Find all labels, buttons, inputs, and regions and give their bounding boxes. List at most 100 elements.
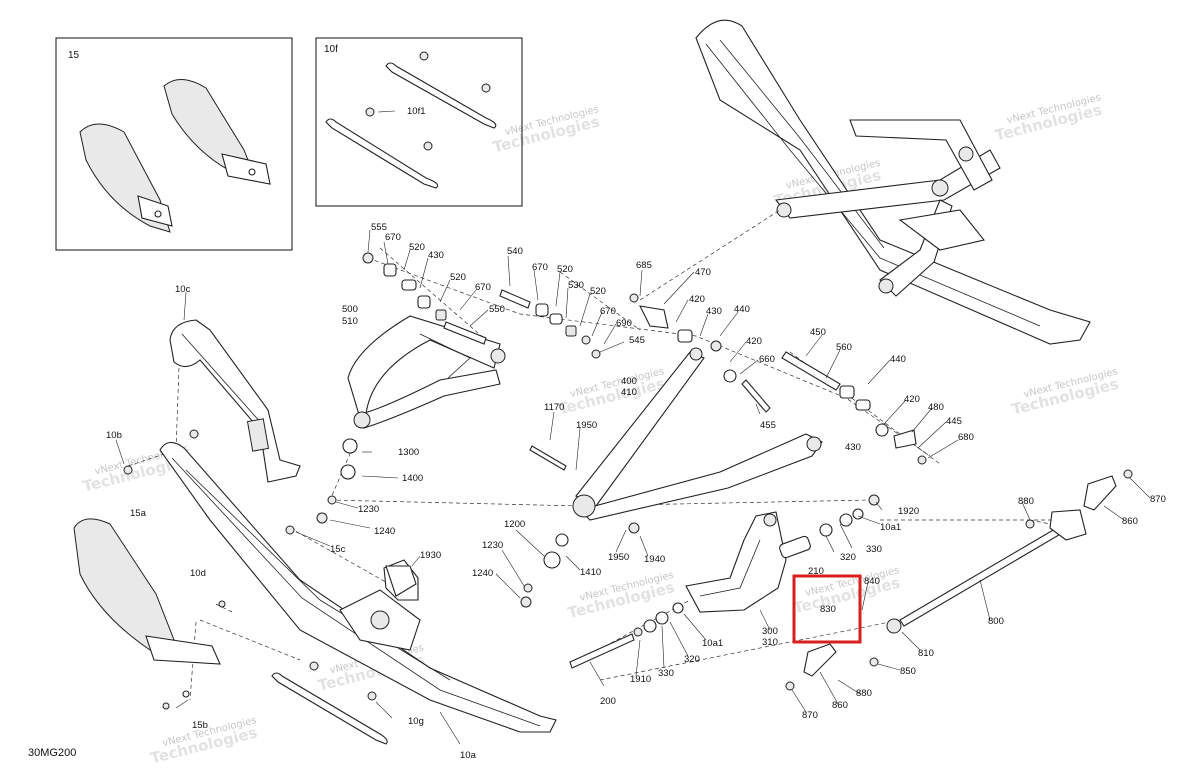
callout-label: 410 [621, 387, 637, 398]
bushing-icon [549, 313, 563, 325]
nut-icon [362, 252, 374, 264]
nut-icon [520, 596, 532, 608]
callout-label: 520 [409, 242, 425, 253]
ski-guard-plate [221, 153, 271, 185]
callout-label: 520 [450, 272, 466, 283]
callout-label: 10a1 [702, 638, 723, 649]
callout-label: 1230 [482, 540, 503, 551]
callout-label: 15a [130, 508, 147, 519]
washer-icon [643, 619, 657, 633]
callout-label: 1930 [420, 550, 441, 561]
ski-runner [271, 661, 388, 745]
callout-label: 430 [706, 306, 722, 317]
bolt-icon [529, 445, 567, 471]
nut-icon [189, 429, 199, 439]
bushing-icon [342, 438, 358, 454]
bushing-icon [677, 329, 693, 343]
callout-label: 545 [629, 335, 645, 346]
bushing-icon [855, 399, 871, 411]
callout-label: 680 [958, 432, 974, 443]
callout-label: 10a [460, 750, 477, 761]
bolt-icon [1123, 469, 1133, 479]
washer-icon [875, 423, 889, 437]
washer-icon [633, 627, 643, 637]
callout-label: 880 [856, 688, 872, 699]
callout-label: 15c [330, 544, 346, 555]
callout-label: 320 [684, 654, 700, 665]
ski-body [159, 441, 557, 733]
bumper-icon [385, 565, 417, 597]
callout-label: 1200 [504, 519, 525, 530]
bushing-icon [839, 385, 855, 399]
washer-icon [327, 495, 337, 505]
nut-icon [316, 512, 328, 524]
nut-icon [868, 494, 880, 506]
bushing-icon [340, 464, 356, 480]
nut-icon [365, 107, 375, 117]
callout-label: 1240 [374, 526, 395, 537]
callout-label: 200 [600, 696, 616, 707]
assembly-lines [127, 209, 1081, 701]
washer-icon [819, 523, 833, 537]
callout-label: 550 [489, 304, 505, 315]
bushing-icon [779, 535, 811, 559]
inset-15-title: 15 [68, 50, 80, 61]
ski-guard-large [73, 518, 221, 698]
callout-label: 840 [864, 576, 880, 587]
callout-label: 455 [760, 420, 776, 431]
callout-label: 530 [568, 280, 584, 291]
link-icon [1083, 475, 1117, 511]
nut-icon [285, 525, 295, 535]
washer-icon [655, 611, 669, 625]
callout-label: 450 [810, 327, 826, 338]
bolt-icon [781, 351, 841, 391]
callout-label: 480 [928, 402, 944, 413]
callout-label: 685 [636, 260, 652, 271]
callout-label: 1940 [644, 554, 665, 565]
bracket-icon [639, 305, 669, 329]
callout-label: 1950 [608, 552, 629, 563]
callout-label: 670 [600, 306, 616, 317]
washer-icon [435, 309, 447, 321]
bolt-icon [785, 681, 795, 691]
callout-label: 555 [371, 222, 387, 233]
callout-label: 880 [1018, 496, 1034, 507]
bushing-icon [417, 295, 431, 309]
nut-icon [423, 141, 433, 151]
callout-label: 10d [190, 568, 206, 579]
washer-icon [839, 513, 853, 527]
nut-icon [869, 657, 879, 667]
callout-label: 1950 [576, 420, 597, 431]
tie-rod [886, 509, 1087, 634]
callout-labels: 10f1 555 670 520 430 520 670 550 500 510… [106, 106, 1166, 761]
callout-label: 1410 [580, 567, 601, 578]
callout-label: 500 [342, 304, 358, 315]
bolt-icon [123, 465, 133, 475]
ball-joint-icon [543, 551, 561, 569]
inset-10f-title: 10f [324, 44, 338, 55]
callout-label: 1300 [398, 447, 419, 458]
nut-icon [481, 83, 491, 93]
ski-runner-shape [385, 62, 497, 129]
callout-label: 445 [946, 416, 962, 427]
callout-label: 660 [759, 354, 775, 365]
callout-label: 670 [532, 262, 548, 273]
washer-icon [672, 602, 684, 614]
bushing-icon [401, 279, 417, 291]
leader-lines [115, 229, 1151, 745]
inset-10f-box: 10f [315, 37, 523, 207]
hardware [123, 252, 1133, 710]
nut-icon [1025, 519, 1035, 529]
callout-label: 1910 [630, 674, 651, 685]
callout-label: 1170 [544, 402, 564, 413]
fastener-icon [154, 210, 162, 218]
callout-label: 10g [408, 716, 424, 727]
bolt-icon [741, 379, 771, 413]
callout-label: 330 [866, 544, 882, 555]
callout-label: 10b [106, 430, 122, 441]
inset-15-box: 15 [55, 37, 293, 251]
bushing-icon [383, 263, 397, 277]
upper-a-arm [347, 315, 506, 429]
nut-icon [917, 455, 927, 465]
